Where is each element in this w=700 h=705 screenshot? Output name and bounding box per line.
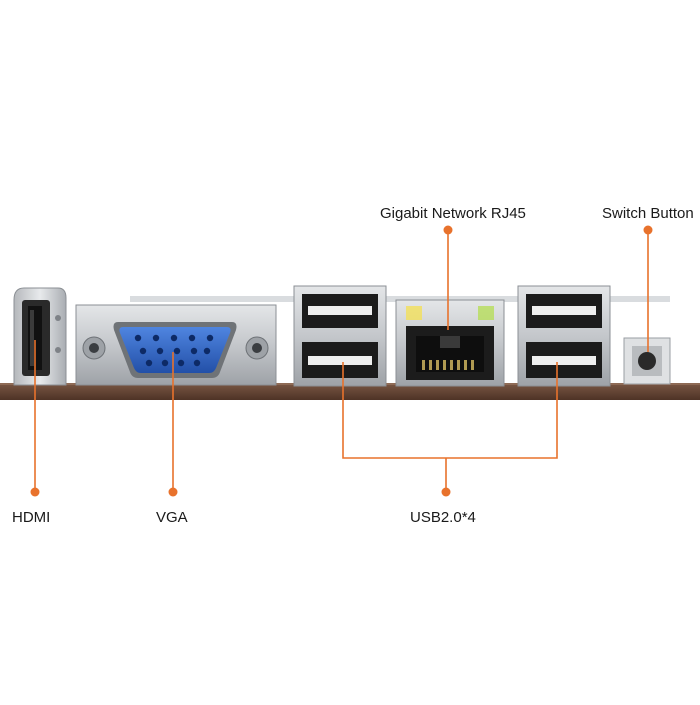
callout-dot-switch [643, 225, 653, 235]
label-rj45: Gigabit Network RJ45 [380, 205, 526, 222]
usb-stack-right [517, 285, 611, 387]
pcb-board [0, 383, 700, 400]
callout-lines [34, 232, 649, 492]
label-vga: VGA [156, 509, 188, 526]
callout-dot-usb [441, 487, 451, 497]
callout-dot-hdmi [30, 487, 40, 497]
label-switch-button: Switch Button [602, 205, 694, 222]
callout-dot-rj45 [443, 225, 453, 235]
callout-dots [30, 225, 653, 497]
hdmi-port [13, 287, 67, 386]
usb-stack-left [293, 285, 387, 387]
callout-dot-vga [168, 487, 178, 497]
label-usb: USB2.0*4 [410, 509, 476, 526]
rj45-port [395, 299, 505, 387]
label-hdmi: HDMI [12, 509, 51, 526]
vga-port [75, 304, 277, 386]
switch-button [623, 337, 671, 385]
